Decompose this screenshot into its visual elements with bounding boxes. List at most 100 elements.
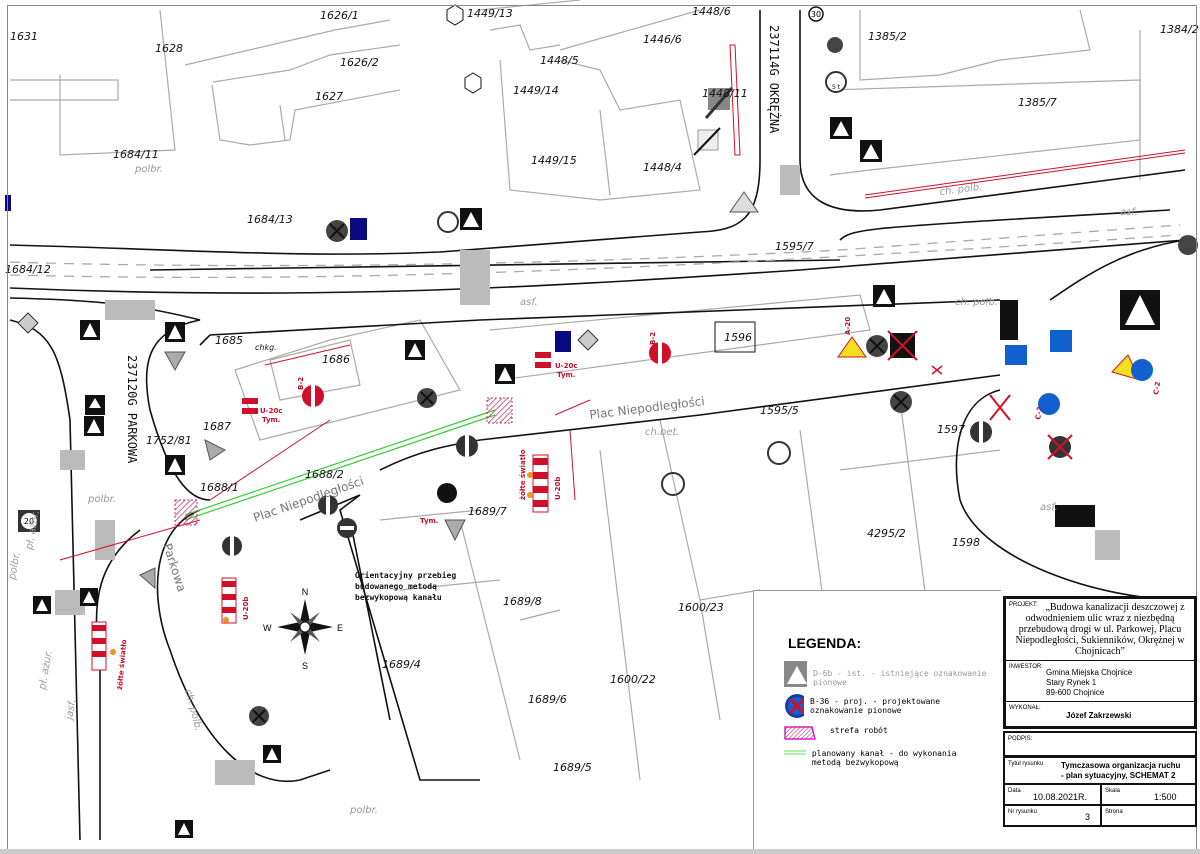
pedestrian-crossing-sign-icon xyxy=(405,340,425,360)
pedestrian-crossing-sign-icon xyxy=(495,364,515,384)
svg-text:U-20c: U-20c xyxy=(260,407,282,415)
legend-item: B-36 - proj. - projektowane oznakowanie … xyxy=(784,693,984,719)
pedestrian-crossing-sign-icon xyxy=(175,820,193,838)
parcel-label: 1631 xyxy=(10,30,38,43)
cancelled-sign-icon xyxy=(931,365,943,375)
parcel-label: 1688/1 xyxy=(200,481,239,494)
signature-cell: PODPIS: xyxy=(1003,731,1197,757)
scale-value: 1:500 xyxy=(1154,792,1177,802)
parcel-label: 1689/6 xyxy=(528,693,567,706)
tree-icon xyxy=(464,72,482,94)
canal-route-note: Orientacyjny przebieg budowanego metodą … xyxy=(355,570,456,602)
manhole-icon xyxy=(767,441,791,465)
street-parkowa-short: Parkowa xyxy=(160,542,189,594)
svg-text:jasf.: jasf. xyxy=(64,698,79,722)
parcel-label: 1600/22 xyxy=(610,673,656,686)
legend-item-text: planowany kanał - do wykonania metodą be… xyxy=(811,749,957,767)
no-parking-sign-icon xyxy=(827,37,843,53)
pedestrian-crossing-sign-icon xyxy=(80,588,98,606)
svg-text:ch. polb.: ch. polb. xyxy=(955,297,998,308)
planned-canal-line xyxy=(184,409,496,521)
pedestrian-crossing-sign-icon xyxy=(1120,290,1160,330)
parking-sign-icon xyxy=(350,218,367,240)
parcel-label: 1626/1 xyxy=(320,9,359,22)
investor-city: 89-600 Chojnice xyxy=(1046,688,1105,697)
drawing-number-value: 3 xyxy=(1085,812,1091,822)
cancelled-sign-icon xyxy=(704,87,734,119)
parcel-label: 1684/12 xyxy=(5,263,51,276)
turn-left-sign-icon xyxy=(437,483,457,503)
author-cell: WYKONAŁ: Józef Zakrzewski xyxy=(1006,702,1194,726)
legend-item: planowany kanał - do wykonania metodą be… xyxy=(784,749,964,767)
red-works-lines xyxy=(59,44,1186,561)
parking-sign-icon xyxy=(555,331,571,352)
svg-text:polbr.: polbr. xyxy=(349,805,378,816)
legend-item-text: strefa robót xyxy=(830,726,888,735)
parking-sign-icon xyxy=(5,195,11,211)
parcel-label: 1384/2 xyxy=(1160,23,1199,36)
parcel-label: 1598 xyxy=(952,536,980,549)
parcel-label: 1448/11 xyxy=(702,87,748,100)
compass-e: E xyxy=(337,623,343,633)
lane-direction-sign-icon xyxy=(1055,505,1095,527)
svg-text:U-20c: U-20c xyxy=(555,362,577,370)
no-stopping-sign-icon xyxy=(249,706,269,726)
parcel-label: chkg. xyxy=(255,343,277,352)
street-plac-niepodleglosci: Plac Niepodległości xyxy=(589,394,706,422)
parcel-label: 1689/7 xyxy=(468,505,507,518)
parcel-label: 1689/4 xyxy=(382,658,421,671)
closed-road-sign-icon xyxy=(302,385,324,407)
parcel-label: 1684/11 xyxy=(113,148,159,161)
parcel-label: 1689/5 xyxy=(553,761,592,774)
pedestrian-crossing-sign-icon xyxy=(460,208,482,230)
svg-text:C-2: C-2 xyxy=(1034,406,1044,420)
svg-text:polbr.: polbr. xyxy=(87,494,116,505)
parcel-label: 1688/2 xyxy=(305,468,344,481)
parcel-label: 1628 xyxy=(155,42,183,55)
pedestrian-crossing-sign-icon xyxy=(860,140,882,162)
priority-road-sign-icon xyxy=(17,312,39,334)
mandatory-direction-sign-icon xyxy=(1131,359,1153,381)
parcel-label: 1449/13 xyxy=(467,7,513,20)
project-cell: PROJEKT: „Budowa kanalizacji deszczowej … xyxy=(1006,599,1194,661)
barrier-u20b-icon xyxy=(91,621,116,671)
parcel-label: 1687 xyxy=(203,420,231,433)
parcel-label: 1596 xyxy=(724,331,752,344)
legend-item-text: D-6b - ist. - istniejące oznakowanie pio… xyxy=(813,669,987,687)
svg-text:budowanego metodą: budowanego metodą xyxy=(355,582,437,591)
parcel-label: 1448/6 xyxy=(692,5,731,18)
date-value: 10.08.2021R. xyxy=(1033,792,1088,802)
svg-text:U-20b: U-20b xyxy=(242,597,250,620)
parcel-lines xyxy=(10,0,1141,781)
svg-text:asf.: asf. xyxy=(1120,207,1138,218)
parcel-label: 1446/6 xyxy=(643,33,682,46)
legend-title: LEGENDA: xyxy=(788,635,862,651)
parcel-label: 1595/7 xyxy=(775,240,814,253)
north-arrow-compass: N E S W xyxy=(263,587,343,671)
cancelled-sign-icon xyxy=(1047,434,1073,460)
svg-text:bezwykopową kanału: bezwykopową kanału xyxy=(355,593,442,602)
green-double-line-icon xyxy=(784,750,806,755)
author-label: WYKONAŁ: xyxy=(1009,705,1041,711)
pedestrian-crossing-sign-icon xyxy=(784,661,808,687)
cancelled-sign-icon xyxy=(887,330,918,361)
svg-text:ch. polb.: ch. polb. xyxy=(939,182,983,198)
no-entry-sign-icon xyxy=(456,435,478,457)
bottom-edge xyxy=(0,849,1200,854)
speed-limit-20-text: 20 xyxy=(24,517,34,526)
parcel-label: 1595/5 xyxy=(760,404,799,417)
legend-item: D-6b - ist. - istniejące oznakowanie pio… xyxy=(784,661,1001,687)
number-row: Nr rysunku 3 Strona xyxy=(1003,806,1197,827)
title-block: PROJEKT: „Budowa kanalizacji deszczowej … xyxy=(1003,596,1197,827)
manhole-icon xyxy=(661,472,685,496)
barrier-u20c-icon xyxy=(535,352,551,368)
svg-text:C-2: C-2 xyxy=(1152,381,1162,395)
no-entry-sign-icon xyxy=(337,518,357,538)
parcel-label: 1685 xyxy=(215,334,243,347)
svg-text:Tym.: Tym. xyxy=(557,371,575,379)
proposed-signs xyxy=(5,87,1153,671)
parcel-label: 1448/5 xyxy=(540,54,579,67)
svg-text:pł. ażur.: pł. ażur. xyxy=(37,650,55,692)
yield-sign-icon xyxy=(444,519,466,542)
